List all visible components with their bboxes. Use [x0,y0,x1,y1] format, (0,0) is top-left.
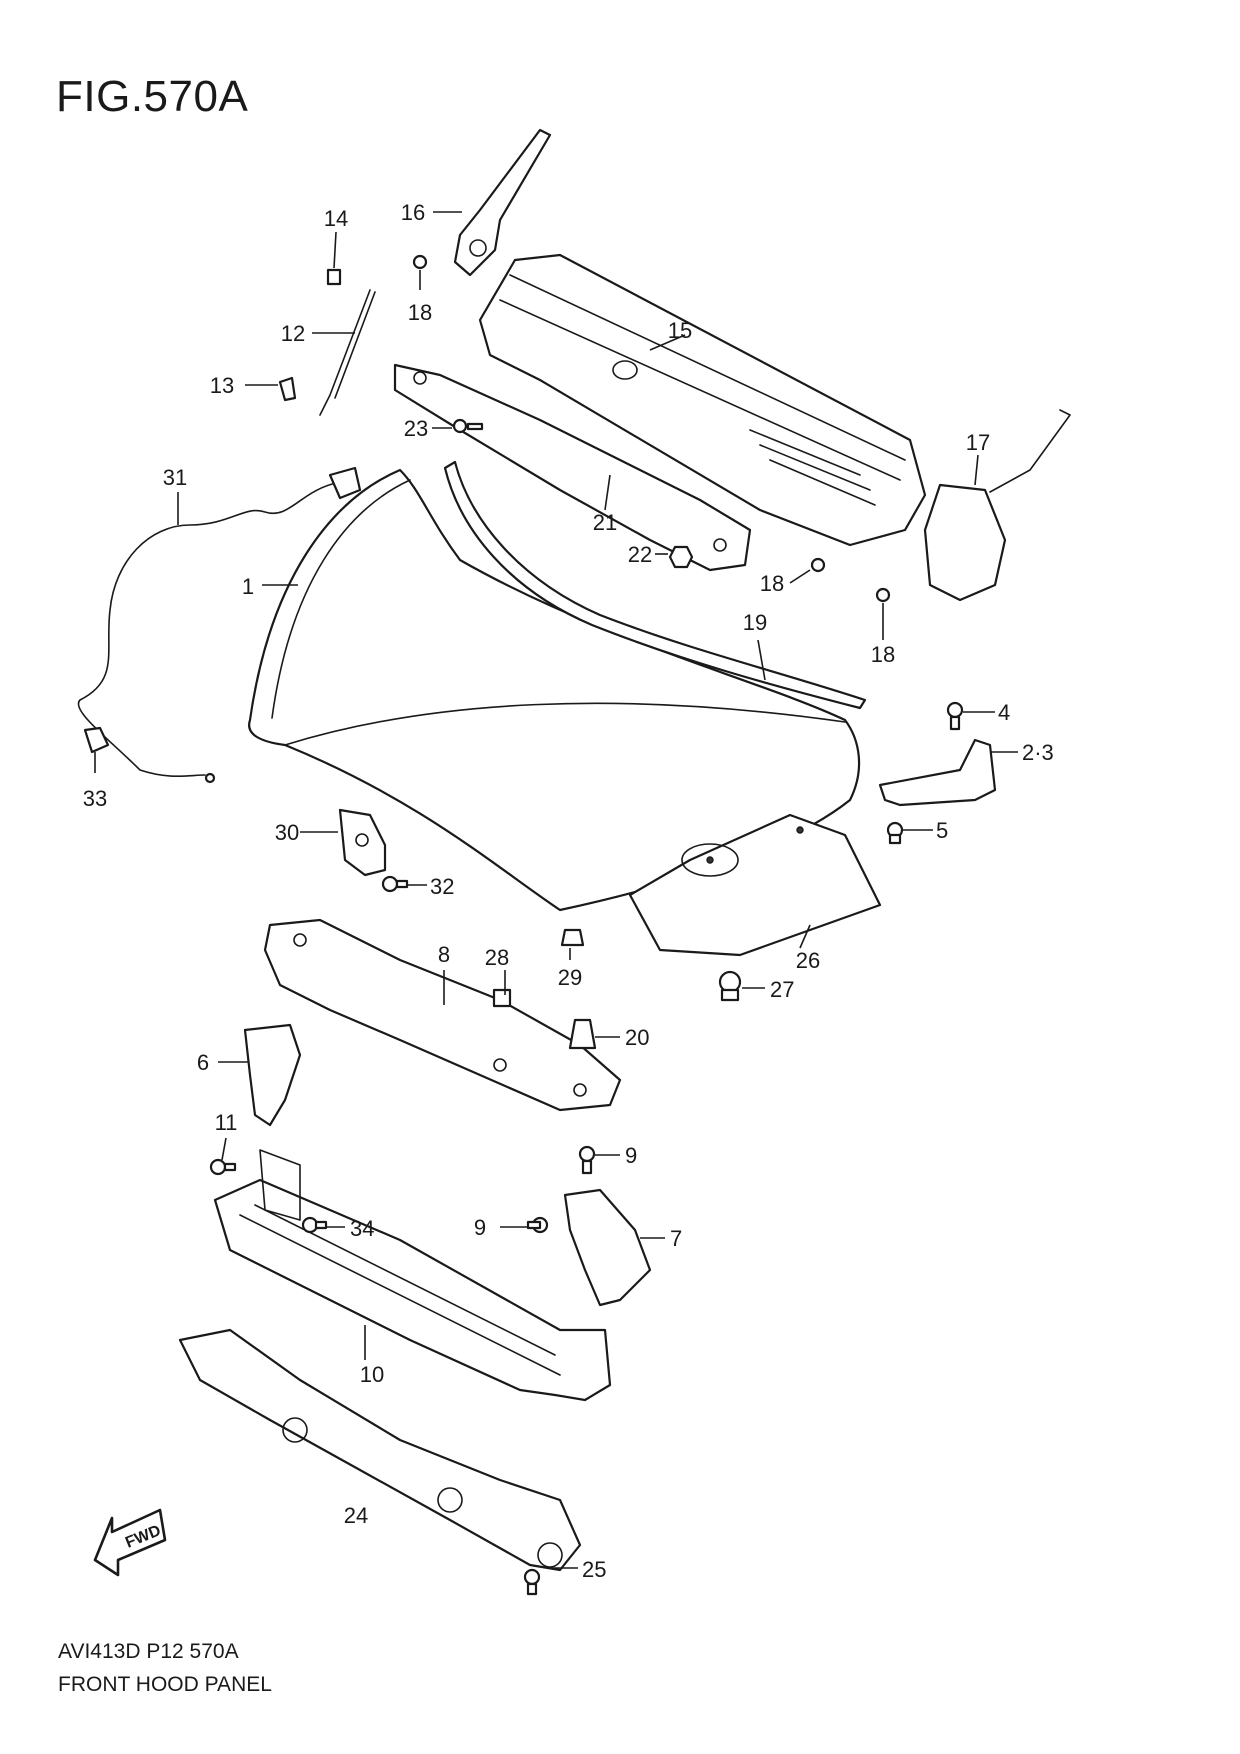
callout-34: 34 [350,1216,374,1241]
callout-labels: 1 2·3 4 5 6 7 8 9 9 10 11 12 13 14 15 16… [83,200,1054,1582]
bolt-4[interactable] [946,701,964,731]
bumper-20[interactable] [568,1018,597,1050]
callout-13: 13 [210,373,234,398]
figure-name: FRONT HOOD PANEL [58,1673,272,1696]
part-hood-hinge[interactable] [878,738,997,807]
callout-20: 20 [625,1025,649,1050]
callout-11: 11 [215,1110,238,1135]
callout-33: 33 [83,786,107,811]
callout-15: 15 [668,318,692,343]
callout-9b: 9 [474,1215,486,1240]
callout-31: 31 [163,465,187,490]
clip-13[interactable] [278,376,297,402]
part-release-cable[interactable] [77,466,362,784]
callout-29: 29 [558,965,582,990]
part-cowl-side-left[interactable] [453,128,552,277]
part-hood-insulator[interactable] [628,813,882,957]
part-hood-stay[interactable] [319,289,376,416]
bolt-25[interactable] [523,1568,541,1596]
callout-14: 14 [324,206,348,231]
callout-32: 32 [430,874,454,899]
part-hood-latch[interactable] [338,808,387,877]
part-cowl-side-right[interactable] [923,409,1071,602]
grommet-27[interactable] [718,970,742,1002]
callout-26: 26 [796,948,820,973]
callout-6: 6 [197,1050,209,1075]
callout-8: 8 [438,942,450,967]
clip-18a[interactable] [412,254,428,270]
bolt-23[interactable] [452,418,484,434]
part-upper-radiator-support[interactable] [263,918,622,1112]
callout-18a: 18 [408,300,432,325]
bolt-5[interactable] [886,821,904,845]
callout-22: 22 [628,542,652,567]
callout-4: 4 [998,700,1010,725]
bolt-32[interactable] [381,875,409,893]
clip-18b[interactable] [810,557,826,573]
bumper-28[interactable] [492,988,512,1008]
callout-1: 1 [242,574,254,599]
clip-33[interactable] [83,726,110,754]
part-side-bracket-right[interactable] [563,1188,652,1307]
callout-16: 16 [401,200,425,225]
figure-code: AVI413D P12 570A [58,1640,239,1663]
callout-23: 23 [404,416,428,441]
callout-18c: 18 [871,642,895,667]
part-lower-crossmember[interactable] [178,1328,582,1572]
callout-21: 21 [593,510,617,535]
callout-7: 7 [670,1226,682,1251]
callout-10: 10 [360,1362,384,1387]
callout-28: 28 [485,945,509,970]
callout-19: 19 [743,610,767,635]
clip-18c[interactable] [875,587,891,603]
callout-12: 12 [281,321,305,346]
callout-18b: 18 [760,571,784,596]
bolt-34[interactable] [301,1216,328,1234]
callout-5: 5 [936,818,948,843]
leader-lines [94,211,1018,1569]
callout-27: 27 [770,977,794,1002]
part-cowl-panel[interactable] [478,253,927,547]
nut-22[interactable] [668,545,694,569]
bolt-9a[interactable] [578,1145,596,1175]
callout-9a: 9 [625,1143,637,1168]
bolt-11[interactable] [209,1158,237,1176]
callout-17: 17 [966,430,990,455]
callout-2-3: 2·3 [1022,740,1054,765]
callout-30: 30 [275,820,299,845]
figure-title: FIG.570A [56,72,249,121]
bumper-29[interactable] [560,928,585,947]
part-side-bracket-left[interactable] [243,1023,302,1127]
fasteners [83,254,964,1596]
callout-24: 24 [344,1503,368,1528]
callout-25: 25 [582,1557,606,1582]
fwd-arrow-icon: FWD [93,1508,167,1577]
bolt-9b[interactable] [526,1216,549,1234]
part-hood-seal[interactable] [443,460,867,710]
clip-14[interactable] [326,268,342,286]
